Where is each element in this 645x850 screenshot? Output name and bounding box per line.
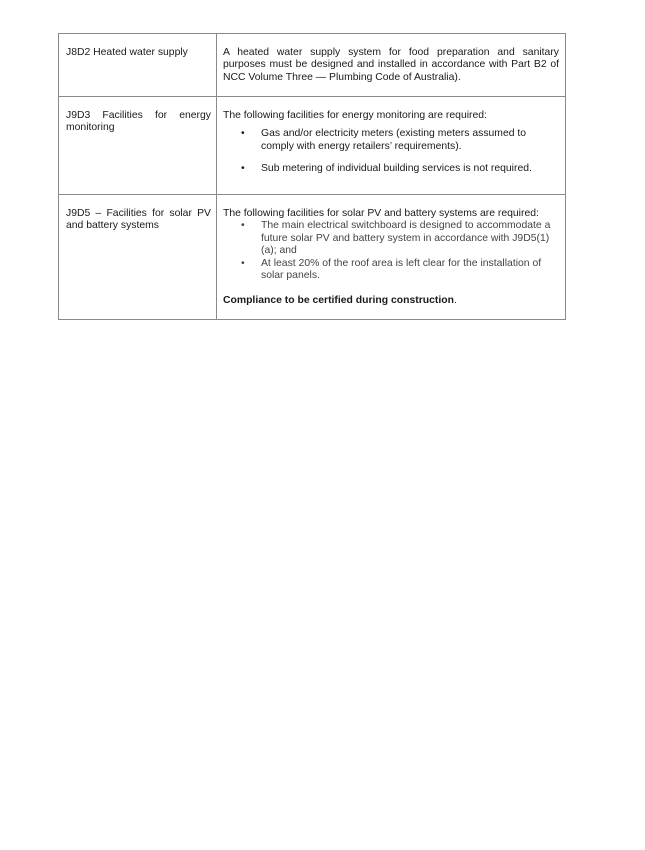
list-item-text: Sub metering of individual building serv… xyxy=(261,163,532,175)
description-text: A heated water supply system for food pr… xyxy=(223,47,559,83)
description-intro: The following facilities for energy moni… xyxy=(223,110,487,121)
compliance-tail: . xyxy=(453,295,457,307)
compliance-note: Compliance to be certified during constr… xyxy=(223,295,559,307)
clause-label: J9D5 – Facilities for solar PV and batte… xyxy=(66,208,211,232)
list-item-text: At least 20% of the roof area is left cl… xyxy=(261,257,542,282)
description-cell: The following facilities for solar PV an… xyxy=(216,194,566,320)
bullet-icon: • xyxy=(241,220,245,232)
clause-label: J9D3 Facilities for energy monitoring xyxy=(66,110,211,134)
list-item: • Gas and/or electricity meters (existin… xyxy=(223,128,559,153)
bullet-icon: • xyxy=(241,128,245,140)
table-row: J9D3 Facilities for energy monitoring Th… xyxy=(58,96,566,195)
table-row: J9D5 – Facilities for solar PV and batte… xyxy=(58,194,566,320)
clause-cell: J8D2 Heated water supply xyxy=(58,33,217,97)
clause-label: J8D2 Heated water supply xyxy=(66,47,188,58)
clause-cell: J9D5 – Facilities for solar PV and batte… xyxy=(58,194,217,320)
description-intro: The following facilities for solar PV an… xyxy=(223,208,539,219)
bullet-icon: • xyxy=(241,163,245,175)
list-item: • The main electrical switchboard is des… xyxy=(223,220,559,257)
list-item-text: The main electrical switchboard is desig… xyxy=(261,220,551,257)
clause-cell: J9D3 Facilities for energy monitoring xyxy=(58,96,217,195)
requirements-table: J8D2 Heated water supply A heated water … xyxy=(58,33,566,320)
description-cell: A heated water supply system for food pr… xyxy=(216,33,566,97)
bullet-list: • Gas and/or electricity meters (existin… xyxy=(223,128,559,175)
bullet-icon: • xyxy=(241,257,245,269)
table-row: J8D2 Heated water supply A heated water … xyxy=(58,33,566,97)
list-item: • At least 20% of the roof area is left … xyxy=(223,258,559,283)
list-item-text: Gas and/or electricity meters (existing … xyxy=(261,128,527,152)
bullet-list: • The main electrical switchboard is des… xyxy=(223,220,559,282)
compliance-bold-text: Compliance to be certified during constr… xyxy=(223,295,454,307)
list-item: • Sub metering of individual building se… xyxy=(223,163,559,175)
description-cell: The following facilities for energy moni… xyxy=(216,96,566,195)
